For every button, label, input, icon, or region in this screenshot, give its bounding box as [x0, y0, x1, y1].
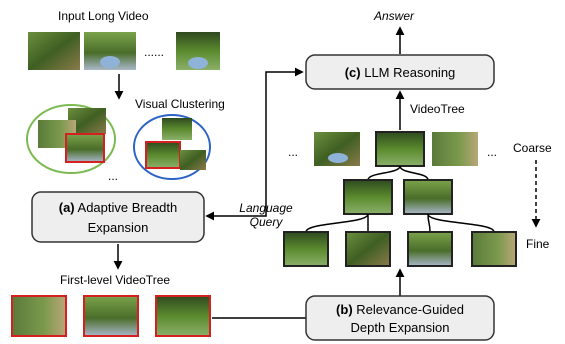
- query-label: Query: [250, 215, 284, 229]
- first-level-frames: [11, 295, 211, 337]
- relevance-depth-line2: Depth Expansion: [350, 320, 449, 335]
- relevance-depth-rect: [305, 295, 495, 341]
- coarse-frame-subject: [328, 153, 348, 163]
- adaptive-breadth-line2: Expansion: [88, 220, 149, 235]
- video-frame-subject: [188, 57, 208, 69]
- third-level-frame: [407, 231, 453, 267]
- cluster-frame: [180, 150, 206, 170]
- coarse-label: Coarse: [513, 141, 552, 155]
- language-label: Language: [239, 201, 293, 215]
- tree-branch: [427, 213, 495, 233]
- first-level-videotree-label: First-level VideoTree: [60, 273, 170, 287]
- video-frame-subject: [100, 56, 120, 68]
- relevance-depth-box: (b) Relevance-Guided Depth Expansion: [305, 295, 495, 341]
- input-long-video-label: Input Long Video: [58, 9, 149, 23]
- videotree-label: VideoTree: [410, 102, 465, 116]
- clusters-vertical-dots: ...: [108, 169, 118, 183]
- llm-reasoning-title: (c) LLM Reasoning: [345, 65, 456, 80]
- cluster-green: [26, 104, 116, 174]
- second-level-frame: [343, 179, 393, 215]
- coarse-right-dots: ...: [487, 145, 497, 159]
- tree-branch: [305, 213, 369, 233]
- llm-reasoning-rect: [305, 54, 495, 90]
- coarse-frame: [432, 132, 478, 166]
- input-ellipsis: ......: [144, 45, 164, 59]
- relevance-depth-line1: (b) Relevance-Guided: [336, 302, 464, 317]
- coarse-frame-selected: [375, 131, 425, 167]
- first-level-frame: [155, 295, 211, 337]
- third-level-frame: [471, 231, 517, 267]
- video-frame: [28, 32, 80, 70]
- answer-label: Answer: [373, 9, 415, 23]
- cluster-ellipse-green: [26, 104, 116, 174]
- first-level-frame: [11, 295, 67, 337]
- second-level-frame: [403, 179, 453, 215]
- tree-branch: [399, 165, 429, 181]
- third-level-frames: [283, 231, 517, 267]
- coarse-left-dots: ...: [288, 145, 298, 159]
- third-level-frame: [283, 231, 329, 267]
- visual-clustering-label: Visual Clustering: [135, 97, 225, 111]
- llm-reasoning-box: (c) LLM Reasoning: [305, 54, 495, 90]
- language-query-connector: [205, 67, 304, 221]
- first-level-frame: [83, 295, 139, 337]
- cluster-frame-selected: [65, 133, 105, 163]
- cluster-frame-selected: [145, 141, 181, 169]
- tree-branch: [367, 165, 401, 181]
- cluster-frame: [162, 118, 192, 140]
- input-video-frames: [28, 32, 220, 70]
- adaptive-breadth-rect: [31, 191, 205, 243]
- third-level-frame: [345, 231, 391, 267]
- tree-branch: [427, 213, 431, 233]
- coarse-level-frames: [314, 131, 478, 167]
- fine-label: Fine: [526, 237, 550, 251]
- second-level-frames: [343, 179, 453, 215]
- adaptive-breadth-line1: (a) Adaptive Breadth: [59, 200, 178, 215]
- cluster-blue: [133, 114, 211, 180]
- adaptive-breadth-box: (a) Adaptive Breadth Expansion: [31, 191, 205, 243]
